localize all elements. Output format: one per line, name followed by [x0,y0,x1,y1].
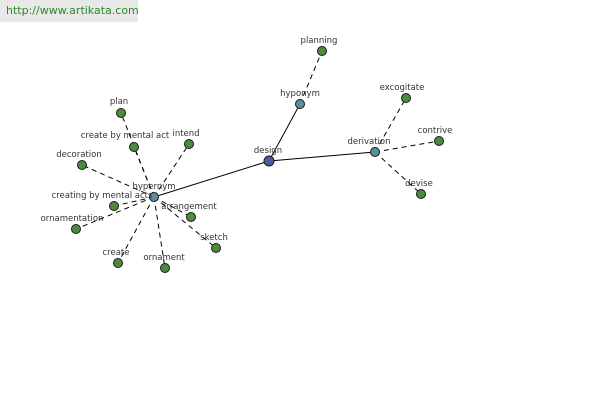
edge-hyponym-planning [299,50,323,105]
edge-design-derivation [268,151,376,162]
node-label-creating-by-mental-acts[interactable]: creating by mental acts [52,191,153,201]
edge-design-hyponym [268,103,301,162]
node-label-excogitate[interactable]: excogitate [380,83,425,93]
graph-labels: design hyponym derivation hypernym planning e… [41,36,453,263]
edge-design-hypernym [153,160,270,198]
node-label-planning[interactable]: planning [301,36,338,46]
graph-nodes [71,46,444,273]
node-label-sketch[interactable]: sketch [200,233,228,243]
node-label-create-by-mental-act[interactable]: create by mental act [81,131,170,141]
node-label-devise[interactable]: devise [405,179,433,189]
edge-derivation-contrive [374,140,440,153]
node-ornamentation[interactable] [71,224,81,234]
edge-hypernym-arrangement [153,196,192,218]
node-label-create[interactable]: create [103,248,130,258]
source-url[interactable]: http://www.artikata.com [0,0,139,22]
edge-hypernym-intend [153,143,190,198]
node-label-contrive[interactable]: contrive [418,126,453,136]
node-label-plan[interactable]: plan [110,97,128,107]
edge-hypernym-ornament [153,196,166,269]
edge-hypernym-sketch [153,196,217,249]
node-label-design[interactable]: design [254,146,282,156]
graph-edges [75,50,440,269]
node-label-ornamentation[interactable]: ornamentation [41,214,104,224]
node-contrive[interactable] [434,136,444,146]
node-hyponym[interactable] [295,99,305,109]
node-label-ornament[interactable]: ornament [143,253,185,263]
node-devise[interactable] [416,189,426,199]
node-label-hyponym[interactable]: hyponym [280,89,320,99]
node-ornament[interactable] [160,263,170,273]
node-plan[interactable] [116,108,126,118]
node-creating-by-mental-acts[interactable] [109,201,119,211]
edge-derivation-devise [374,151,422,195]
edge-hypernym-decoration [81,164,155,198]
node-decoration[interactable] [77,160,87,170]
node-label-derivation[interactable]: derivation [347,137,390,147]
node-derivation[interactable] [370,147,380,157]
node-label-decoration[interactable]: decoration [56,150,101,160]
edge-hypernym-create [117,196,155,264]
node-label-arrangement[interactable]: arrangement [161,202,217,212]
node-hypernym[interactable] [149,192,159,202]
edge-hypernym-creating-by-mental-acts [113,196,155,207]
node-excogitate[interactable] [401,93,411,103]
node-label-intend[interactable]: intend [172,129,199,139]
node-label-hypernym[interactable]: hypernym [132,182,175,192]
edge-derivation-excogitate [374,97,407,153]
node-sketch[interactable] [211,243,221,253]
node-create[interactable] [113,258,123,268]
node-create-by-mental-act[interactable] [129,142,139,152]
node-planning[interactable] [317,46,327,56]
node-arrangement[interactable] [186,212,196,222]
node-design[interactable] [263,155,275,167]
node-intend[interactable] [184,139,194,149]
